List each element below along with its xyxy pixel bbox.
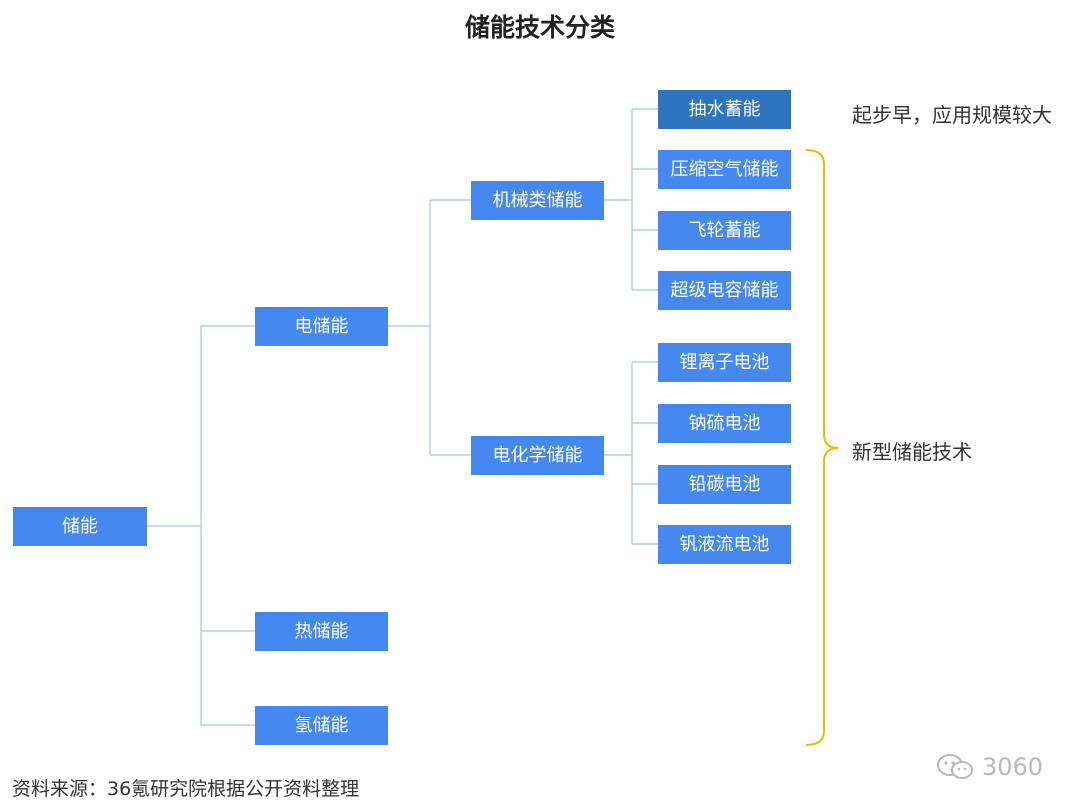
node-electric: 电储能	[255, 307, 388, 346]
new-type-bracket	[805, 149, 839, 746]
node-sodium-sulfur: 钠硫电池	[658, 404, 791, 443]
node-supercapacitor: 超级电容储能	[658, 271, 791, 310]
node-vanadium-flow: 钒液流电池	[658, 525, 791, 564]
node-lithium-ion: 锂离子电池	[658, 343, 791, 382]
wechat-icon	[936, 753, 976, 781]
diagram-title: 储能技术分类	[464, 13, 615, 42]
pumped-hydro-note: 起步早，应用规模较大	[852, 103, 1052, 127]
node-pumped-hydro: 抽水蓄能	[658, 90, 791, 129]
node-thermal: 热储能	[255, 612, 388, 651]
watermark: 3060	[936, 752, 1043, 782]
node-compressed-air: 压缩空气储能	[658, 150, 791, 189]
node-mechanical: 机械类储能	[471, 181, 604, 220]
node-hydrogen: 氢储能	[255, 706, 388, 745]
new-type-note: 新型储能技术	[852, 440, 972, 464]
node-root: 储能	[13, 507, 147, 546]
source-note: 资料来源：36氪研究院根据公开资料整理	[12, 778, 360, 800]
node-flywheel: 飞轮蓄能	[658, 211, 791, 250]
node-lead-carbon: 铅碳电池	[658, 465, 791, 504]
node-electrochemical: 电化学储能	[471, 436, 604, 475]
watermark-text: 3060	[982, 753, 1044, 781]
